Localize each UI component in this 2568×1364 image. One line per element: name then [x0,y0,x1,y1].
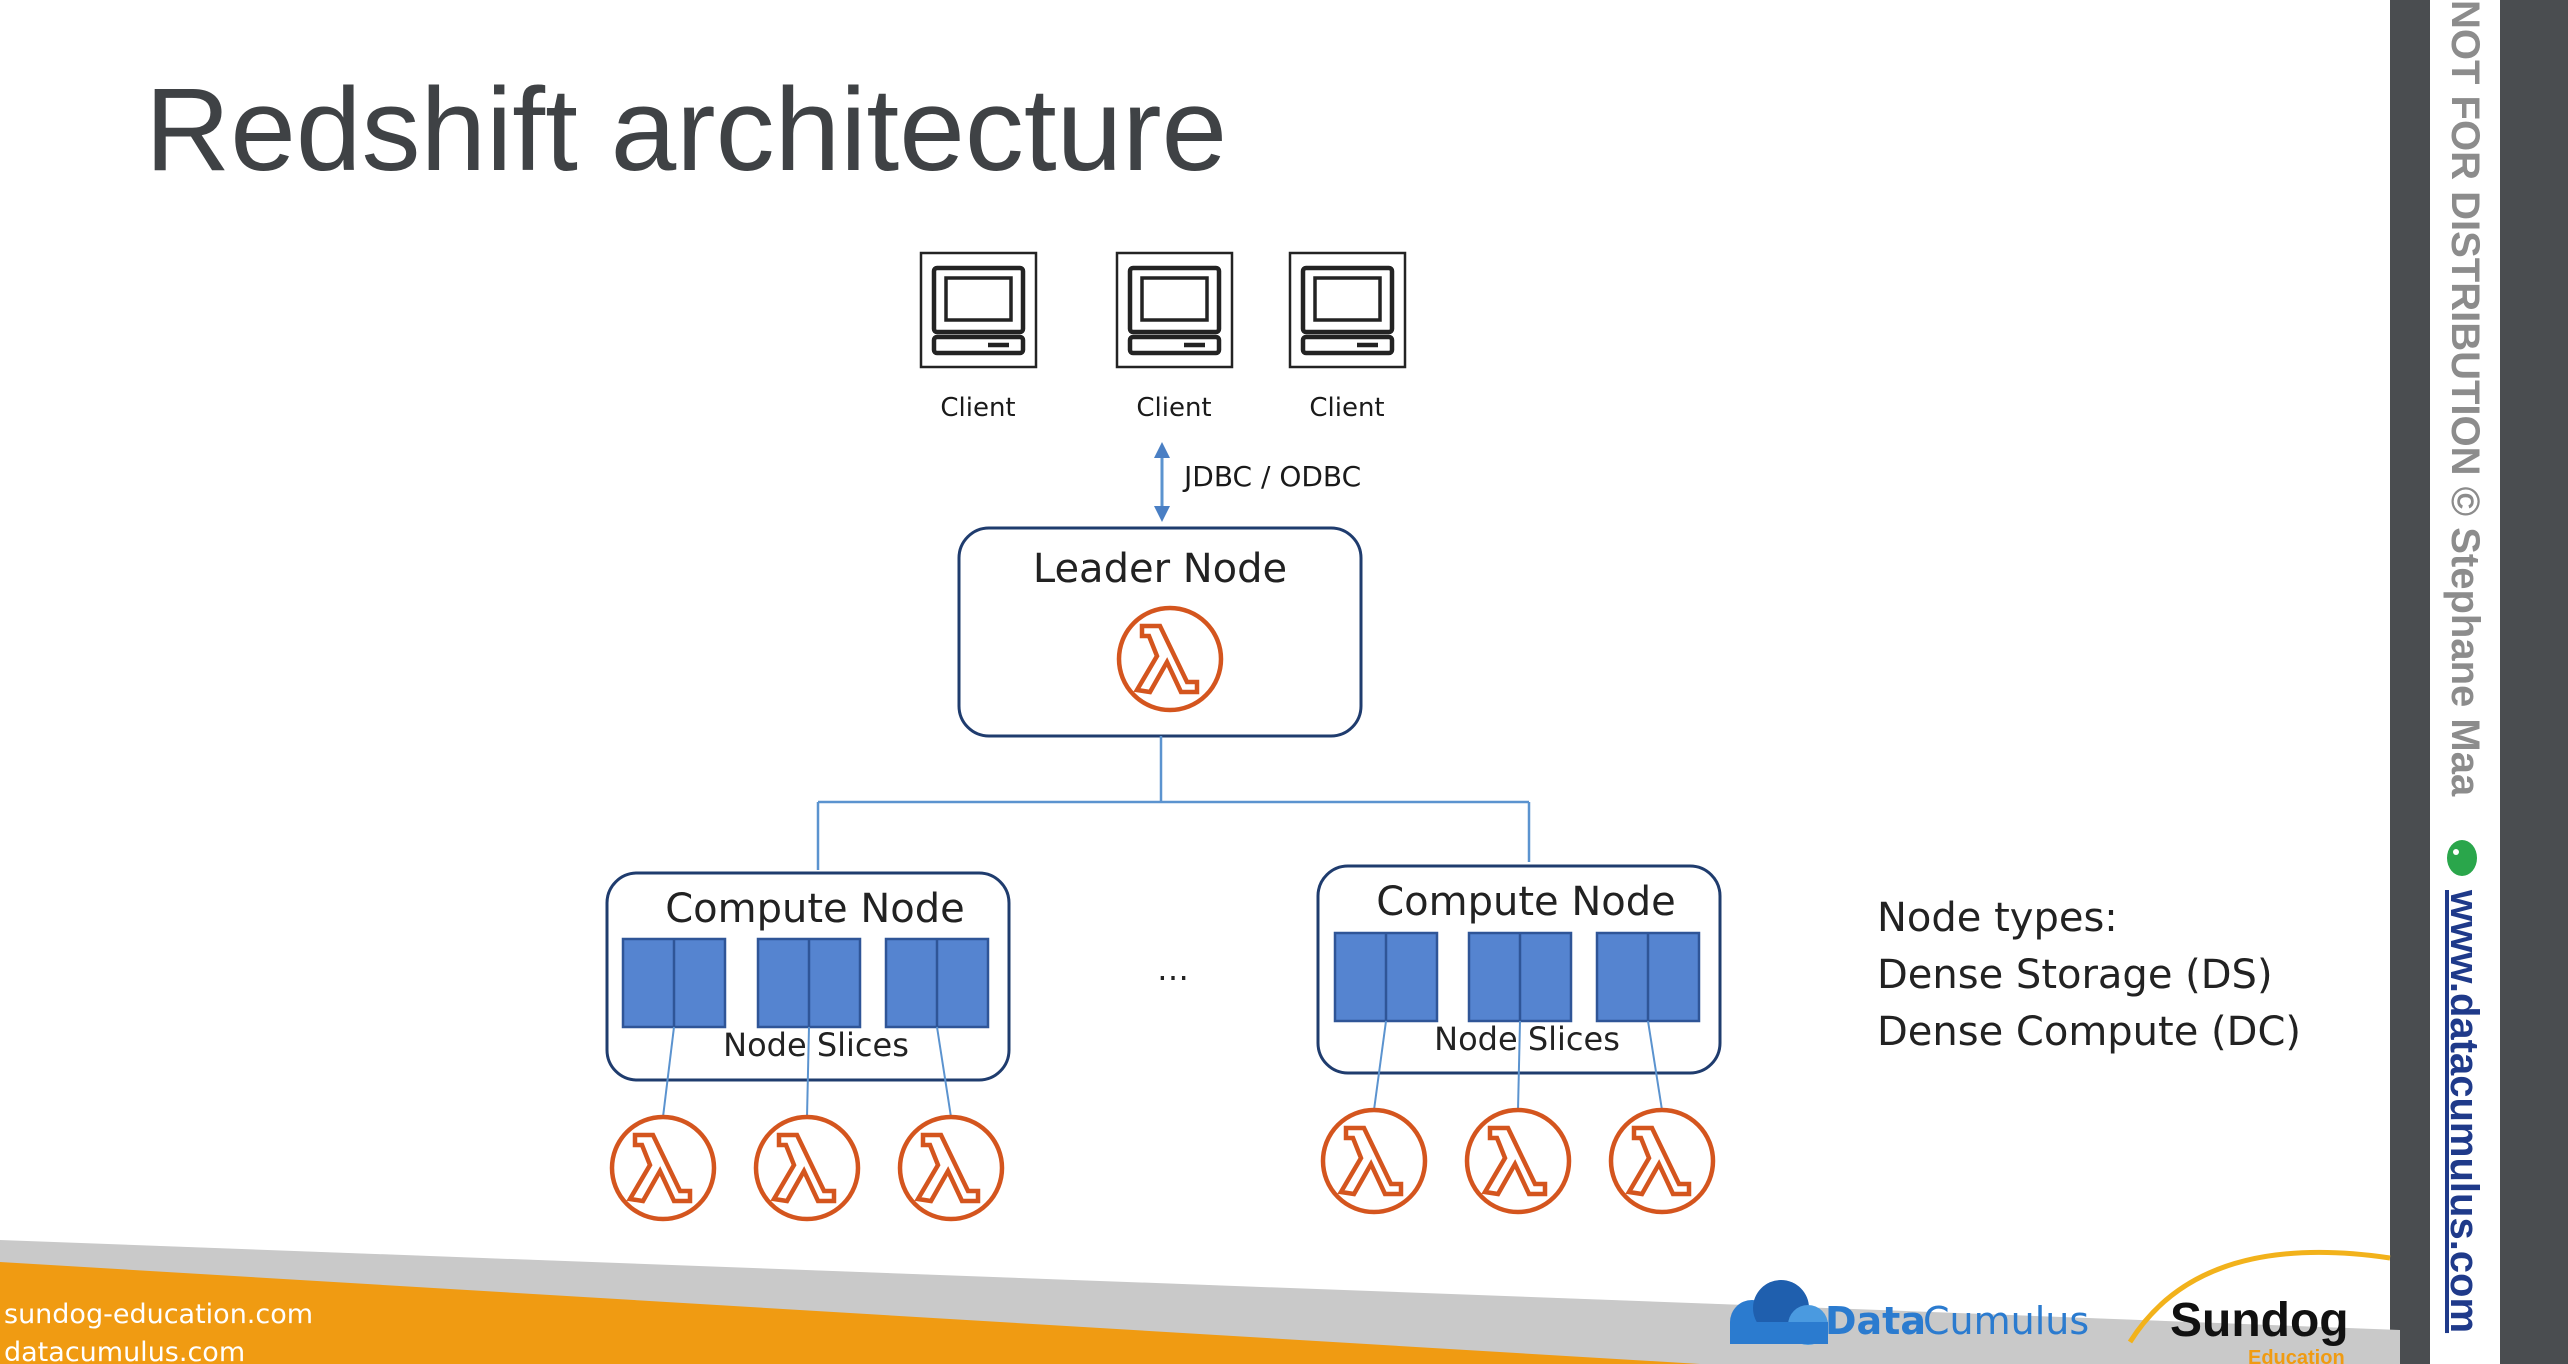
ellipsis: … [1157,950,1189,988]
compute-node-label: Compute Node [1376,879,1676,925]
computer-icon [1117,253,1232,367]
leader-node: Leader Node [957,526,1363,738]
node-type-item: Dense Compute (DC) [1877,1009,2301,1055]
sundog-logo: Sundog Education [2127,1249,2391,1364]
node-slice [756,937,862,1029]
client-label: Client [1309,393,1384,423]
jdbc-connection-arrow [1154,442,1170,522]
slice-connectors [662,1020,1663,1118]
lambda-icon [1611,1110,1713,1212]
compute-node-2: Compute Node Node Slices [1316,864,1722,1075]
node-slice [621,937,727,1029]
lambda-icon [1467,1110,1569,1212]
footer-orange-band [0,1262,1700,1364]
client-1: Client [921,253,1036,423]
computer-icon [921,253,1036,367]
datacumulus-logo: Data Cumulus [1730,1280,2089,1345]
node-slices-label: Node Slices [1434,1020,1620,1058]
sundog-logo-subtext: Education [2248,1347,2345,1364]
datacumulus-logo-text-cumulus: Cumulus [1923,1299,2089,1343]
footer-link-sundog[interactable]: sundog-education.com [4,1299,313,1330]
lambda-icon [1323,1110,1425,1212]
compute-node-1: Compute Node Node Slices [605,871,1011,1082]
lambda-icon [756,1117,858,1219]
computer-icon [1290,253,1405,367]
datacumulus-logo-text-data: Data [1825,1299,1926,1343]
client-label: Client [1136,393,1211,423]
node-slice [884,937,990,1029]
sundog-arc [2127,1249,2391,1344]
connection-label: JDBC / ODBC [1182,460,1361,493]
watermark-strip [2430,0,2500,1364]
node-types-list: Node types: Dense Storage (DS) Dense Com… [1877,895,2301,1055]
lambda-icon [612,1117,714,1219]
page-title: Redshift architecture [145,64,1227,196]
node-slice [1333,931,1439,1023]
sundog-logo-text: Sundog [2170,1294,2349,1347]
node-slices-label: Node Slices [723,1026,909,1064]
node-slice [1595,931,1701,1023]
watermark-url-link[interactable]: www.datacumulus.com [2442,889,2486,1333]
client-2: Client [1117,253,1232,423]
cloud-icon [1730,1280,1828,1345]
leader-node-label: Leader Node [1033,546,1287,592]
client-3: Client [1290,253,1405,423]
compute-node-label: Compute Node [665,886,965,932]
client-label: Client [940,393,1015,423]
lambda-icon [900,1117,1002,1219]
node-slice [1467,931,1573,1023]
footer-link-datacumulus[interactable]: datacumulus.com [4,1337,245,1364]
node-types-heading: Node types: [1877,895,2118,941]
watermark-text: NOT FOR DISTRIBUTION © Stephane Maa [2443,0,2487,797]
tree-connectors [816,736,1531,870]
node-type-item: Dense Storage (DS) [1877,952,2273,998]
evernote-icon [2447,840,2477,876]
